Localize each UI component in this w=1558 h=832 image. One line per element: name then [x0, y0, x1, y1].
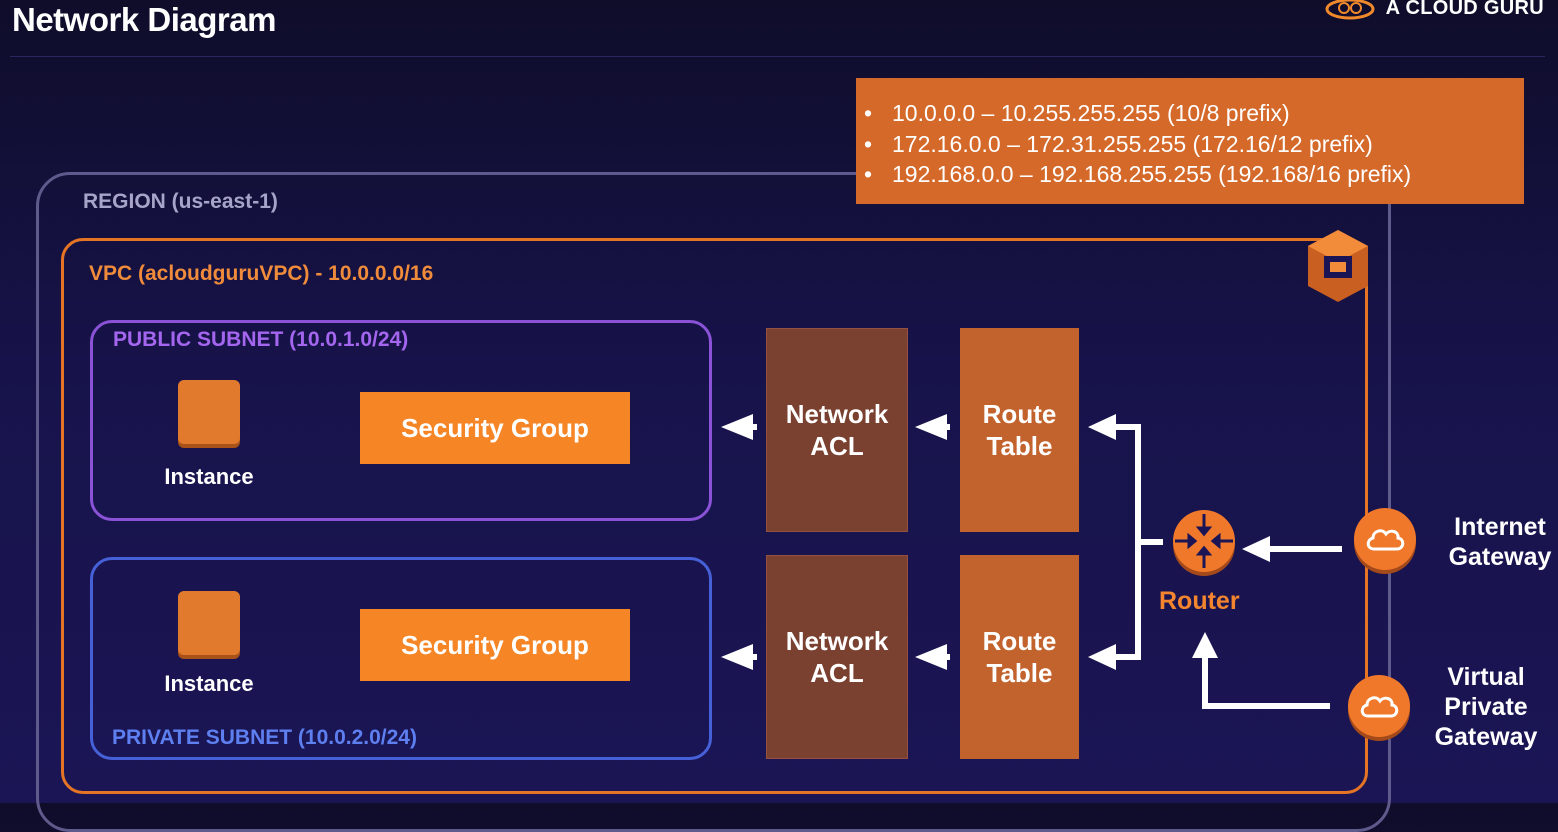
- region-label: REGION (us-east-1): [83, 190, 278, 213]
- public-subnet-label: PUBLIC SUBNET (10.0.1.0/24): [113, 328, 409, 351]
- ec2-instance-icon: [178, 591, 240, 655]
- public-security-group: Security Group: [360, 392, 630, 464]
- internet-gateway-label: Internet Gateway: [1448, 513, 1552, 571]
- cloud-icon: [1366, 529, 1405, 551]
- private-subnet: [90, 557, 712, 760]
- private-route-table: Route Table: [960, 555, 1079, 759]
- cidr-range-list: 10.0.0.0 – 10.255.255.255 (10/8 prefix) …: [856, 78, 1524, 190]
- page-title: Network Diagram: [12, 1, 276, 38]
- public-instance-label: Instance: [164, 464, 254, 489]
- virtual-private-gateway-icon: [1348, 675, 1410, 737]
- vpc-label: VPC (acloudguruVPC) - 10.0.0.0/16: [89, 262, 434, 285]
- cidr-range-item: 192.168.0.0 – 192.168.255.255 (192.168/1…: [864, 159, 1524, 190]
- router-icon: [1173, 510, 1235, 576]
- public-route-table: Route Table: [960, 328, 1079, 532]
- cidr-range-item: 172.16.0.0 – 172.31.255.255 (172.16/12 p…: [864, 129, 1524, 160]
- cidr-range-item: 10.0.0.0 – 10.255.255.255 (10/8 prefix): [864, 98, 1524, 129]
- public-subnet: [90, 320, 712, 521]
- aws-vpc-icon: [1308, 230, 1368, 302]
- cloud-icon: [1360, 696, 1399, 718]
- virtual-private-gateway-label: Virtual Private Gateway: [1434, 663, 1538, 751]
- traffic-flow-arrows: [0, 0, 1558, 803]
- header-divider: [10, 56, 1545, 57]
- ec2-instance-icon: [178, 380, 240, 444]
- private-security-group: Security Group: [360, 609, 630, 681]
- private-subnet-label: PRIVATE SUBNET (10.0.2.0/24): [112, 726, 417, 749]
- brand: A CLOUD GURU: [1324, 0, 1544, 21]
- router-label: Router: [1159, 587, 1240, 615]
- internet-gateway-icon: [1354, 508, 1416, 570]
- cloud-guru-logo-icon: [1325, 0, 1375, 20]
- private-cidr-callout: 10.0.0.0 – 10.255.255.255 (10/8 prefix) …: [856, 78, 1524, 204]
- brand-name: A CLOUD GURU: [1385, 0, 1544, 19]
- private-network-acl: Network ACL: [766, 555, 908, 759]
- private-instance-label: Instance: [164, 671, 254, 696]
- public-network-acl: Network ACL: [766, 328, 908, 532]
